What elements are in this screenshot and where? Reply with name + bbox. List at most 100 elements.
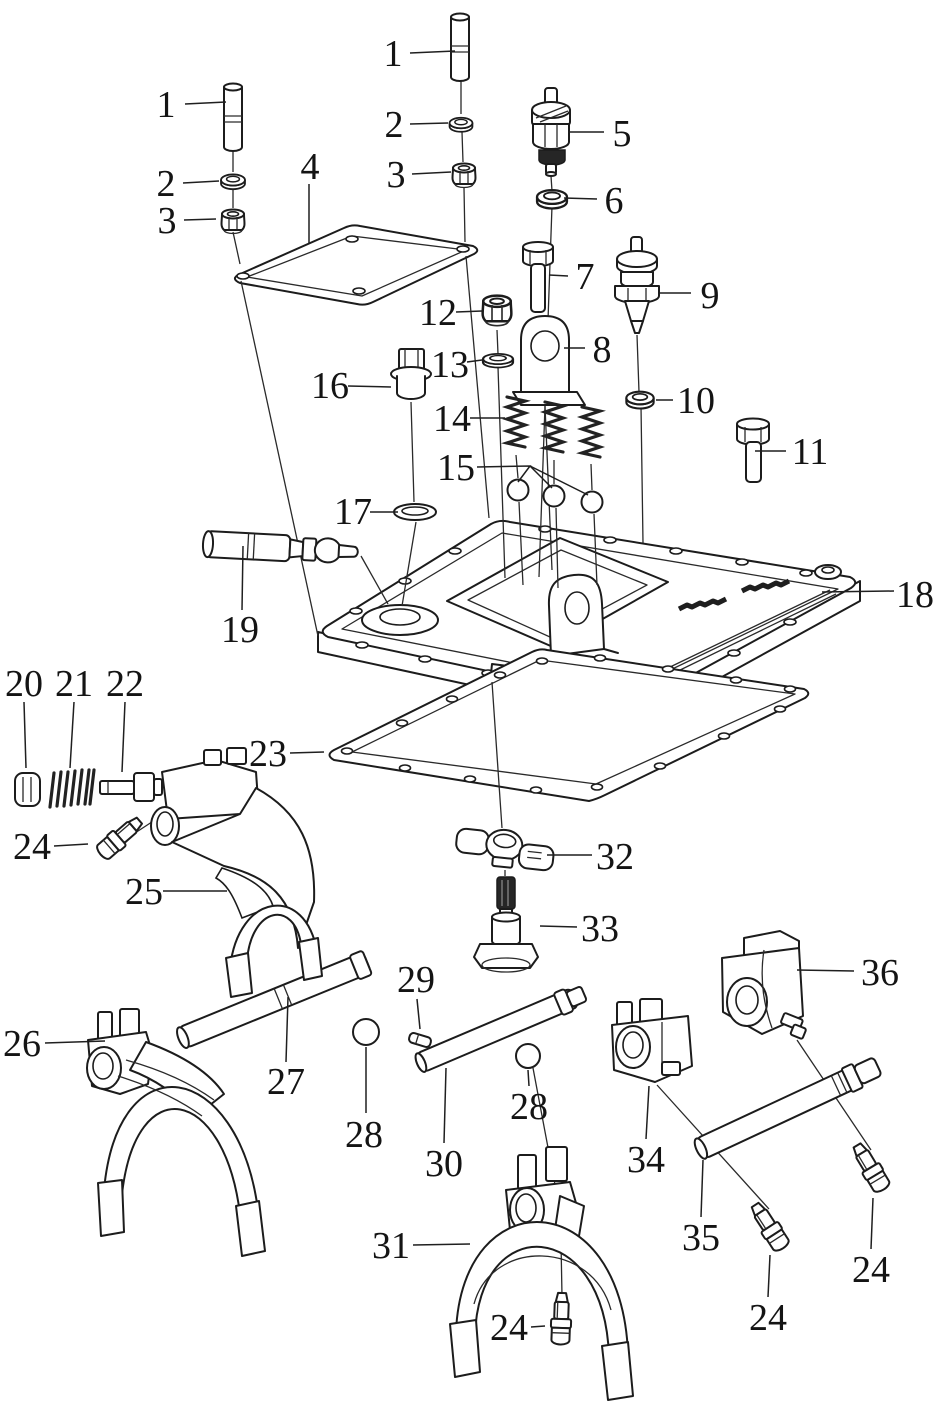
callout-12: 12 [419,292,483,334]
callout-21: 21 [55,663,93,769]
leader-line-34 [645,1085,650,1140]
part-number-label-12: 12 [419,292,457,334]
cast-mark [677,596,728,612]
part-5-breather-valve [531,87,571,177]
part-number-label-24b: 24 [490,1307,528,1349]
leader-line-26 [44,1040,106,1044]
leader-line-24c [767,1254,771,1298]
callout-24c: 24 [749,1254,787,1339]
leader-line-33 [539,925,578,928]
part-6-washer [535,188,569,210]
callout-5: 5 [568,113,632,155]
callout-11: 11 [755,431,828,473]
callout-34: 34 [627,1085,665,1181]
part-16-plug [390,348,432,400]
part-number-label-14: 14 [433,398,471,440]
leader-line-2a [182,180,220,184]
callout-16: 16 [311,365,392,407]
callout-7: 7 [548,256,595,298]
part-number-label-36: 36 [861,952,899,994]
part-20-cap [14,772,41,807]
part-number-label-15: 15 [437,447,475,489]
callout-13: 13 [431,344,483,386]
part-24-bolt [745,1198,793,1255]
part-4-gasket [234,224,479,306]
leader-line-15 [529,465,589,496]
part-number-label-24d: 24 [852,1249,890,1291]
part-15-ball [506,478,530,502]
leader-line-1a [184,101,227,105]
part-32-bracket [455,827,555,872]
callout-30: 30 [425,1067,463,1185]
part-number-label-35: 35 [682,1217,720,1259]
callout-28b: 28 [510,1069,548,1128]
part-22-screw [99,772,163,802]
part-number-label-23: 23 [249,733,287,775]
leader-line-2b [409,122,449,125]
callout-22: 22 [106,663,144,773]
part-number-label-33: 33 [581,908,619,950]
leader-line-24b [530,1325,546,1328]
part-number-label-31: 31 [372,1225,410,1267]
callout-33: 33 [539,908,619,950]
part-number-label-28b: 28 [510,1086,548,1128]
part-34-clamp [611,998,693,1083]
callout-28a: 28 [345,1047,383,1156]
part-23-gasket [328,648,810,802]
part-3-nut [220,208,246,235]
part-number-label-6: 6 [605,180,624,222]
part-19-shaft [201,530,359,564]
callout-17: 17 [334,491,398,533]
part-30-shaft [414,986,588,1073]
part-8-guide-plate [512,315,586,406]
callout-24a: 24 [13,826,89,868]
callout-32: 32 [547,836,634,878]
part-36-clamp [721,930,807,1040]
part-26-shift-fork [86,1008,266,1257]
part-number-label-17: 17 [334,491,372,533]
part-number-label-29: 29 [397,959,435,1001]
callout-25: 25 [125,871,227,913]
callout-35: 35 [682,1159,720,1259]
leader-line-36 [796,969,855,972]
part-15-ball [580,490,604,514]
callout-8: 8 [564,329,612,371]
part-33-stud-bolt [473,876,539,973]
callout-15: 15 [437,447,589,496]
part-number-label-8: 8 [593,329,612,371]
part-21-spring [48,768,96,809]
callout-26: 26 [3,1023,106,1065]
part-number-label-9: 9 [701,275,720,317]
part-number-label-28a: 28 [345,1114,383,1156]
part-14-spring [543,400,565,454]
callout-23: 23 [249,733,325,775]
part-1-stud [450,12,470,82]
callout-2b: 2 [385,104,449,146]
part-number-label-32: 32 [596,836,634,878]
part-number-label-25: 25 [125,871,163,913]
part-35-shaft [693,1057,882,1160]
leader-line-6 [563,197,598,200]
leader-line-13 [466,359,483,363]
part-11-bolt [736,417,770,483]
part-number-label-18: 18 [896,574,934,616]
callout-14: 14 [433,398,505,440]
callout-36: 36 [796,952,899,994]
leader-line-15 [529,465,553,489]
callout-24b: 24 [490,1307,546,1349]
part-number-label-2a: 2 [157,163,176,205]
part-29-pin [408,1031,432,1049]
part-number-label-30: 30 [425,1143,463,1185]
callout-29: 29 [397,959,435,1030]
part-number-label-20: 20 [5,663,43,705]
part-2-washer [220,173,246,191]
gasket-bolt-holes [340,654,797,794]
callout-18: 18 [821,574,934,616]
leader-line-27 [285,996,289,1063]
callout-24d: 24 [852,1197,890,1291]
part-28-ball [352,1018,380,1046]
part-24-bolt [92,812,147,863]
part-1-stud [223,82,243,152]
